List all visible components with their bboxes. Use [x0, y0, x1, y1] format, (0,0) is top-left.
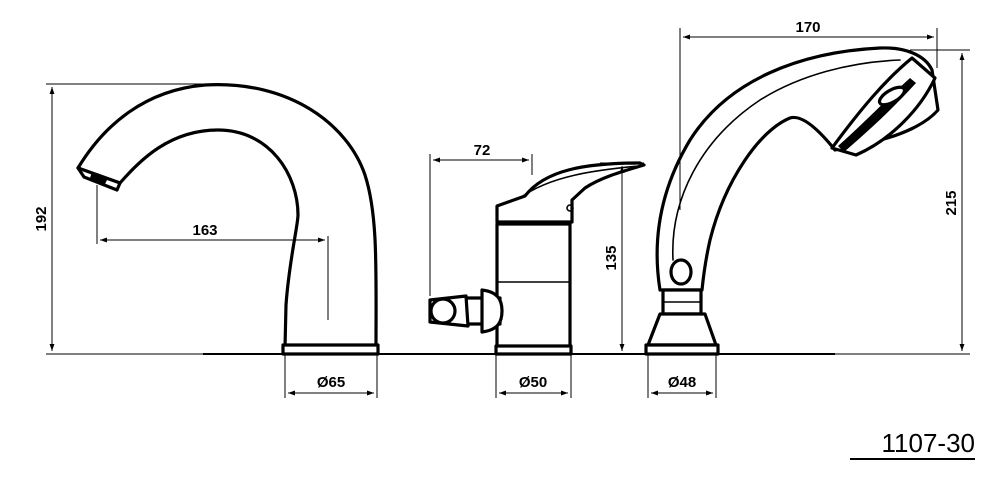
shower-base [646, 312, 718, 347]
mixer-screw [566, 204, 574, 212]
spout-base [281, 343, 380, 356]
shower-inner-line [672, 59, 901, 261]
mixer-connector-cap [429, 297, 457, 325]
shower-button [669, 258, 693, 286]
dim-spout-base-diameter: Ø65 [317, 374, 345, 391]
mixer [428, 161, 646, 356]
spout [76, 83, 380, 356]
mixer-connector-flange [480, 288, 504, 334]
shower-base-plate [644, 343, 720, 356]
dim-shower-height: 215 [943, 190, 960, 215]
dimensions: 192 163 Ø65 72 135 Ø50 170 215 [33, 19, 970, 398]
mixer-handle-line [519, 165, 641, 199]
dim-mixer-height: 135 [603, 245, 620, 270]
dim-mixer-base-diameter: Ø50 [519, 374, 547, 391]
spout-body [76, 83, 378, 350]
dim-shower-base-diameter: Ø48 [668, 374, 696, 391]
shower-mode-selector [877, 85, 907, 107]
spout-aerator [90, 172, 108, 184]
mixer-base [494, 344, 573, 356]
dim-spout-height: 192 [33, 206, 50, 231]
mixer-body [495, 222, 572, 353]
dim-spout-reach: 163 [192, 222, 217, 239]
dim-shower-length: 170 [795, 19, 820, 36]
dim-mixer-depth: 72 [474, 142, 491, 159]
model-number: 1107-30 [850, 428, 975, 460]
hand-shower [644, 46, 940, 356]
